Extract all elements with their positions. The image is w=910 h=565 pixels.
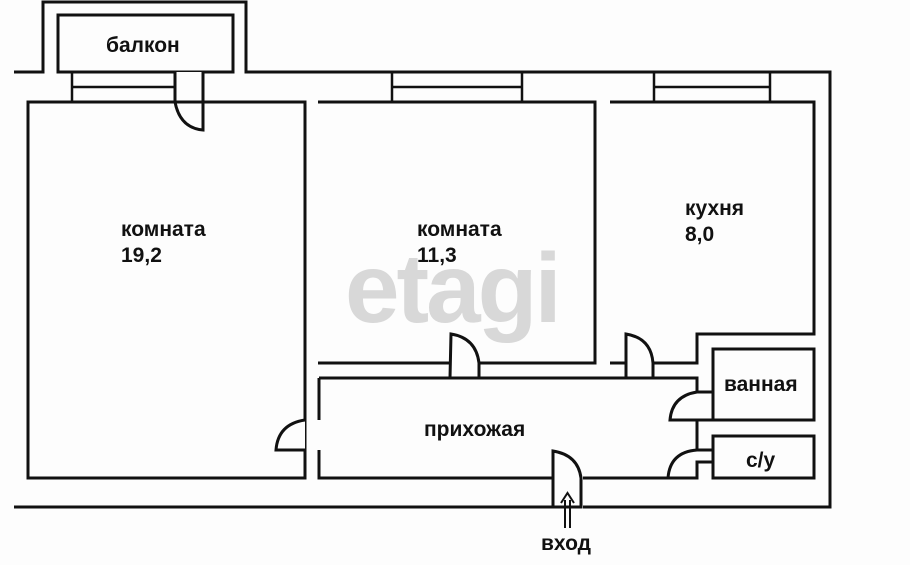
outer-wall	[14, 0, 832, 509]
window-kitchen	[652, 72, 772, 102]
label-entrance: вход	[541, 532, 591, 555]
room1-wall	[26, 100, 307, 480]
label-kitchen: кухня 8,0	[685, 197, 744, 247]
kitchen-area: 8,0	[685, 223, 715, 246]
label-room1: комната 19,2	[121, 218, 206, 268]
kitchen-wall	[610, 100, 816, 365]
door-kitchen	[624, 332, 655, 380]
watermark-logo: etagi	[345, 233, 562, 343]
room1-area: 19,2	[121, 244, 162, 267]
door-bathroom	[668, 390, 715, 422]
label-toilet: с/у	[746, 449, 776, 472]
room2-area: 11,3	[417, 244, 457, 267]
door-room1	[274, 418, 306, 452]
balcony-wall	[56, 13, 235, 74]
label-balcony: балкон	[106, 34, 180, 57]
room2-wall	[318, 100, 597, 365]
label-bathroom: ванная	[724, 373, 798, 396]
room1-name: комната	[121, 218, 206, 241]
door-entrance	[551, 449, 583, 509]
double-arrow-up-icon	[560, 491, 575, 528]
bathroom-wall	[711, 347, 816, 422]
door-room2	[448, 332, 481, 380]
kitchen-name: кухня	[685, 197, 745, 220]
room2-name: комната	[417, 218, 502, 241]
window-balcony	[70, 72, 177, 102]
label-room2: комната 11,3	[417, 218, 502, 268]
label-hallway: прихожая	[424, 418, 526, 441]
door-toilet	[666, 448, 715, 480]
window-room2	[390, 72, 524, 102]
